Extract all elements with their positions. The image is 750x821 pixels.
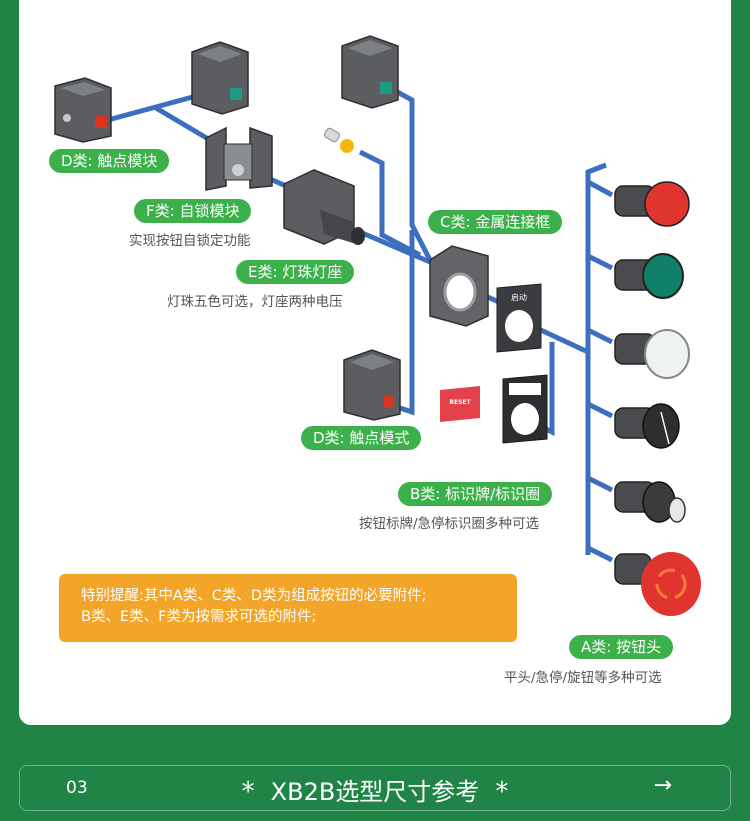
desc-e-lamp-holder: 灯珠五色可选，灯座两种电压 [167, 294, 343, 310]
contact-block-top-right [341, 35, 399, 109]
section-nav-bar[interactable]: 03 * XB2B选型尺寸参考 * → [19, 765, 731, 811]
label-d-contact-module: D类: 触点模块 [49, 149, 170, 173]
desc-b-legend-plate: 按钮标牌/急停标识圈多种可选 [359, 516, 540, 532]
button-head-red-mushroom-estop [614, 552, 701, 616]
line-lamp-to-c [358, 149, 422, 258]
lamp-holder-e [283, 169, 365, 245]
line-top-contact-to-c [388, 85, 433, 262]
legend-plate: 启动 [496, 283, 542, 353]
label-f-self-lock-module: F类: 自锁模块 [134, 199, 252, 223]
line-branch-to-f [154, 105, 212, 143]
desc-a-button-head: 平头/急停/旋钮等多种可选 [504, 670, 662, 686]
label-d-contact-mode: D类: 触点模式 [301, 426, 422, 450]
section-number: 03 [66, 778, 88, 798]
reset-tag: RESET [440, 386, 480, 422]
star-icon: * [495, 777, 509, 807]
line-branch-1 [586, 179, 614, 198]
star-icon: * [241, 777, 255, 807]
line-branch-3 [586, 327, 614, 345]
arrow-right-icon[interactable]: → [653, 773, 672, 798]
button-head-red-flush [614, 181, 690, 227]
lamp-bulb [324, 127, 356, 155]
contact-block-d1 [54, 77, 112, 143]
button-head-black-selector [614, 403, 680, 449]
assembly-diagram: 启动 RESET [54, 35, 701, 616]
notice-box: 特别提醒:其中A类、C类、D类为组成按钮的必要附件; B类、E类、F类为按需求可… [59, 574, 517, 642]
section-title: * XB2B选型尺寸参考 * [20, 772, 730, 807]
self-lock-module-f [205, 126, 273, 191]
notice-line-2: B类、E类、F类为按需求可选的附件; [81, 609, 317, 625]
legend-plate-text: 启动 [511, 292, 527, 302]
label-e-lamp-holder: E类: 灯珠灯座 [236, 260, 355, 284]
contact-block-d2 [343, 349, 401, 421]
metal-frame-c [429, 245, 489, 327]
marking-ring [502, 374, 548, 444]
label-b-legend-plate: B类: 标识牌/标识圈 [398, 482, 553, 506]
notice-line-1: 特别提醒:其中A类、C类、D类为组成按钮的必要附件; [81, 588, 427, 604]
line-e-to-c [359, 229, 431, 265]
reset-tag-text: RESET [449, 399, 471, 406]
line-branch-6 [586, 545, 614, 563]
line-d2-up [399, 230, 415, 416]
line-branch-5 [586, 475, 614, 493]
desc-f-self-lock-module: 实现按钮自锁定功能 [129, 233, 251, 249]
line-bus [585, 162, 607, 555]
label-c-metal-frame: C类: 金属连接框 [428, 210, 563, 234]
line-branch-2 [586, 253, 614, 271]
button-head-key-switch [614, 481, 686, 523]
line-branch-4 [586, 401, 614, 419]
section-title-text: XB2B选型尺寸参考 [270, 778, 480, 806]
button-head-white-illuminated [614, 329, 690, 379]
contact-block-top [191, 41, 249, 115]
label-a-button-head: A类: 按钮头 [569, 635, 674, 659]
button-head-green-flush [614, 253, 684, 299]
